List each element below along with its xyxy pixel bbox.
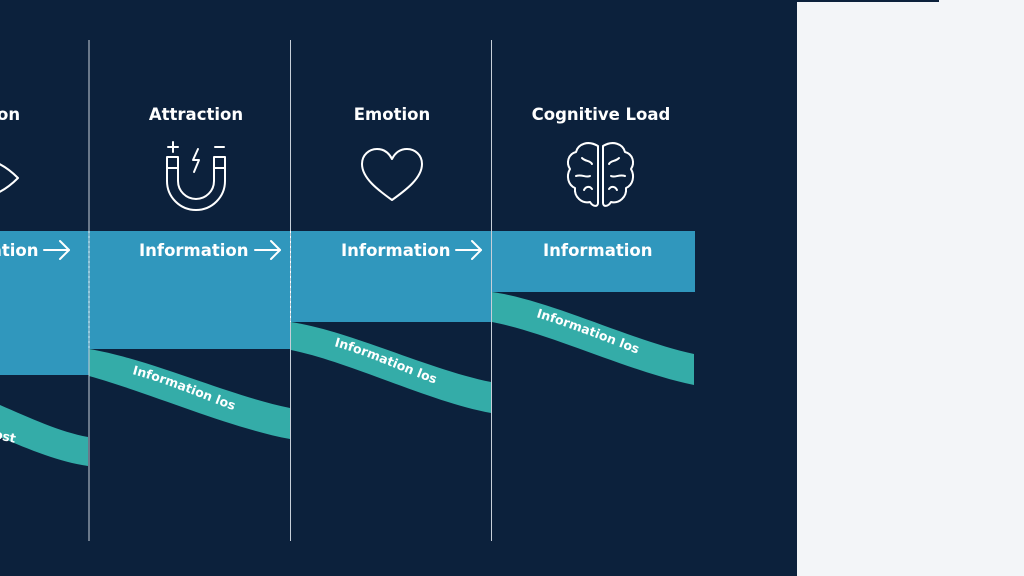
information-band-3 <box>492 231 695 292</box>
information-band-0 <box>0 231 89 375</box>
arrow-right-icon <box>43 240 70 260</box>
information-lost-band-0 <box>0 405 88 466</box>
arrow-right-icon <box>455 240 482 260</box>
information-flow-diagram: Attention Attraction Emotion Cognitive L… <box>0 0 695 541</box>
eye-icon <box>0 163 19 193</box>
information-band-2 <box>291 231 492 322</box>
arrow-right-icon <box>254 240 281 260</box>
information-label: Information <box>341 241 451 260</box>
magnet-icon <box>166 141 226 211</box>
stage-title: Attraction <box>149 105 243 124</box>
stage-title: Attention <box>0 105 20 124</box>
stage-title: Cognitive Load <box>532 105 671 124</box>
information-lost-band-2 <box>291 322 491 413</box>
top-edge-line <box>797 0 939 2</box>
information-label: Information <box>543 241 653 260</box>
stage-title: Emotion <box>354 105 430 124</box>
information-lost-band-1 <box>89 349 290 439</box>
heart-icon <box>361 148 423 201</box>
information-lost-band-3 <box>492 292 694 385</box>
diagram-panel: Attention Attraction Emotion Cognitive L… <box>0 0 797 576</box>
brain-icon <box>566 142 635 207</box>
information-label: Information <box>139 241 249 260</box>
information-label: Information <box>0 241 39 260</box>
